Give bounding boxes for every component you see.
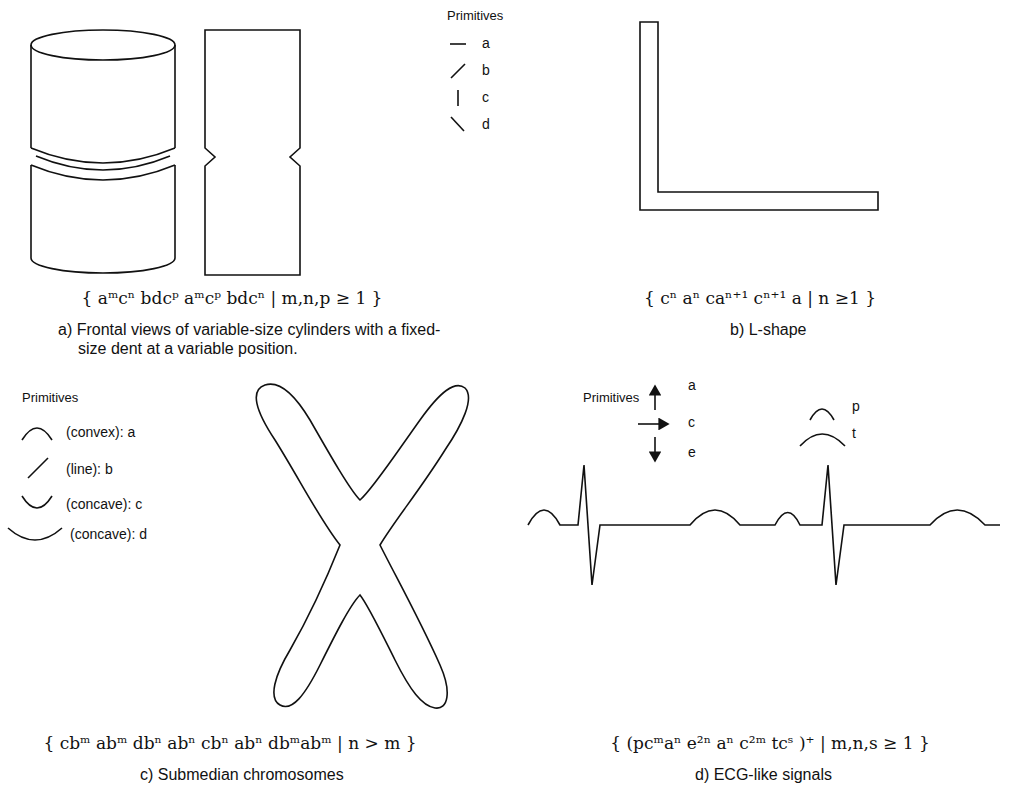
cylinder-3d [31,30,175,273]
primitives-heading: Primitives [22,390,78,406]
language-formula: { aᵐcⁿ bdcᵖ aᵐcᵖ bdcⁿ | m,n,p ≥ 1 } [82,288,383,308]
primitive-strokes [450,44,466,131]
primitives-heading: Primitives [447,8,503,24]
primitive-label: (convex): a [66,424,135,441]
primitives-heading: Primitives [583,390,639,406]
primitive-letter: p [852,398,860,415]
primitive-arrows [638,386,845,461]
cylinder-front-view [205,30,300,275]
primitive-letter: t [852,425,856,442]
ecg-signal [528,465,1000,585]
primitive-label: (concave): c [66,496,142,513]
language-formula: { cbᵐ abᵐ dbⁿ abⁿ cbⁿ abⁿ dbᵐabᵐ | n > m… [43,733,416,753]
chromosome-outline [256,384,468,708]
primitive-label: (line): b [66,461,113,478]
primitive-letter: c [688,414,695,431]
primitive-letter: a [688,377,696,394]
primitive-letter: b [482,62,490,79]
panel-caption: a) Frontal views of variable-size cylind… [58,320,448,358]
l-shape [640,22,878,210]
primitive-letter: a [482,35,490,52]
panel-caption: c) Submedian chromosomes [140,765,344,784]
language-formula: { cⁿ aⁿ caⁿ⁺¹ cⁿ⁺¹ a | n ≥1 } [644,288,876,308]
panel-caption: b) L-shape [730,320,807,339]
panel-caption: d) ECG-like signals [695,765,832,784]
primitive-curves [8,428,62,540]
primitive-letter: d [482,116,490,133]
language-formula: { (pcᵐaⁿ e²ⁿ aⁿ c²ᵐ tcˢ )⁺ | m,n,s ≥ 1 } [610,733,930,753]
primitive-letter: c [482,89,489,106]
primitive-letter: e [688,444,696,461]
primitive-label: (concave): d [70,526,147,543]
